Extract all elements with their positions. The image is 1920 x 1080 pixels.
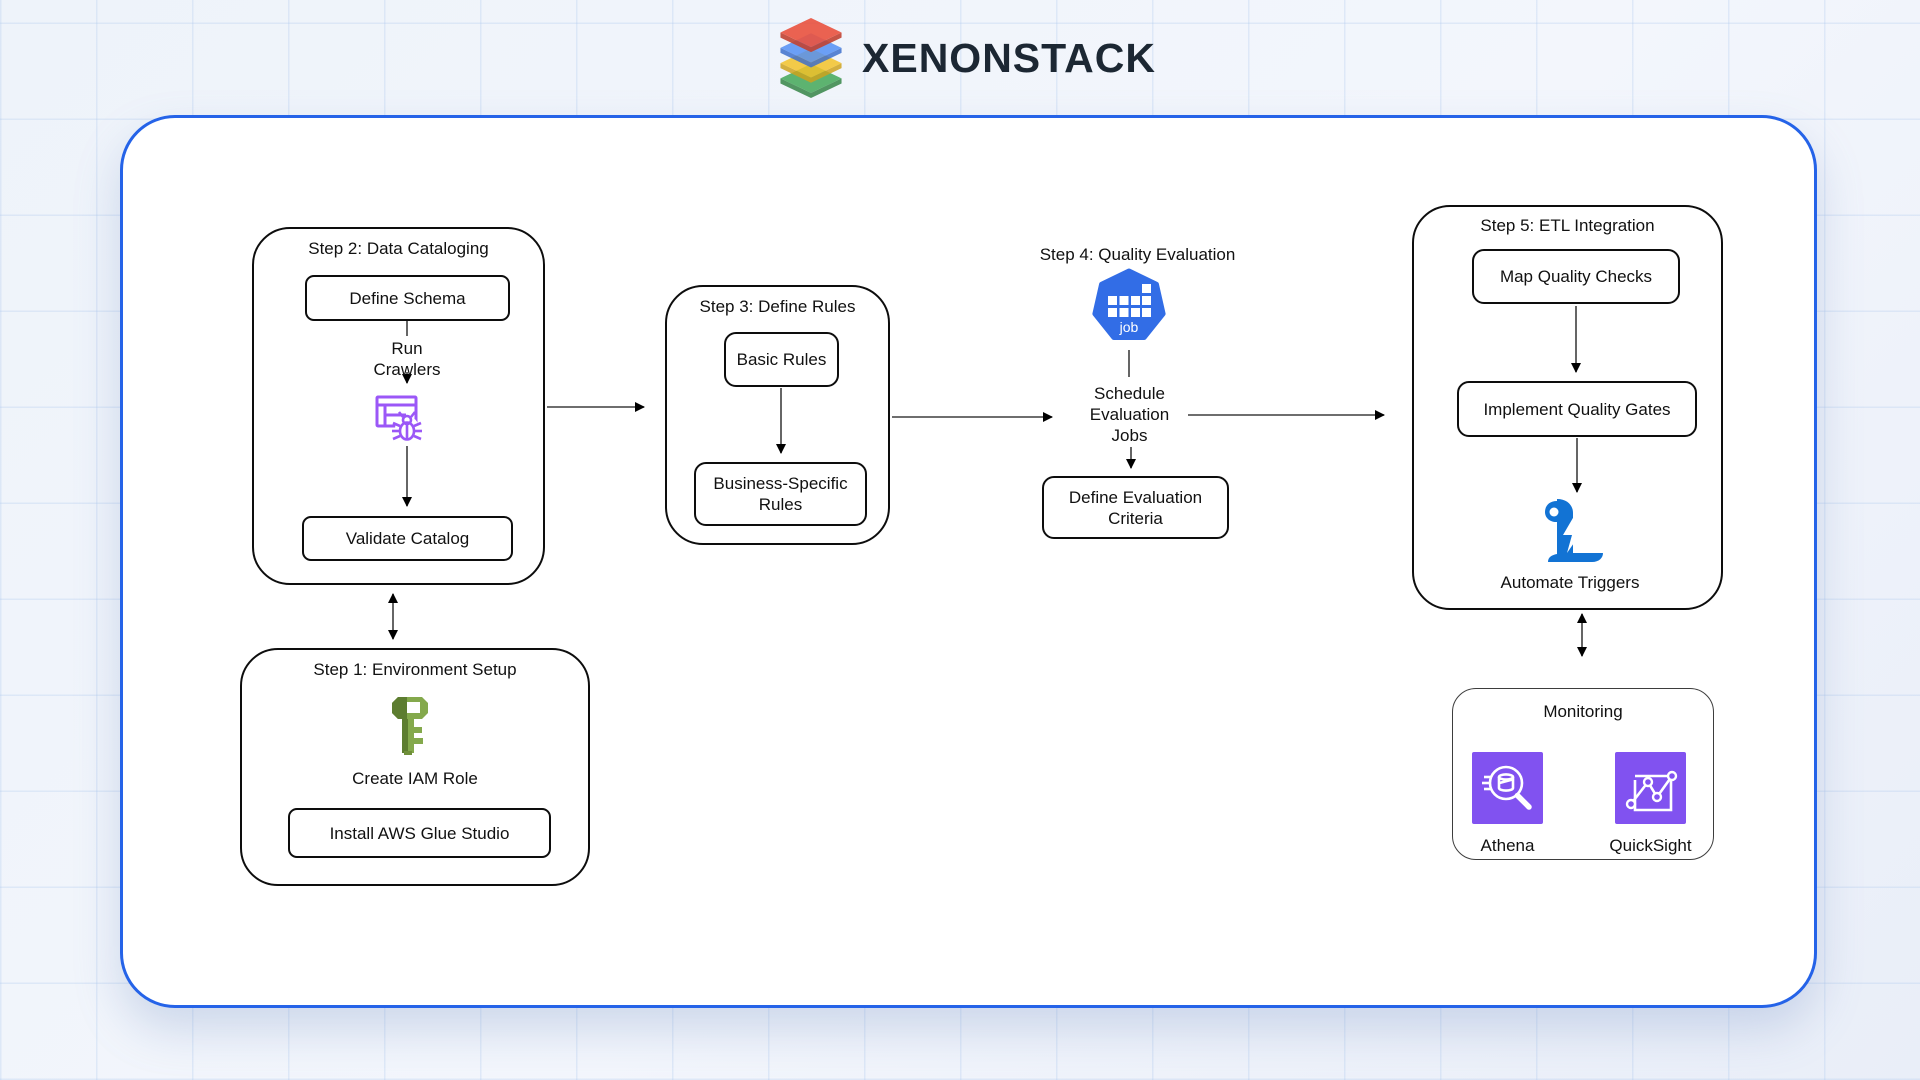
create-iam-role-label: Create IAM Role	[352, 769, 478, 788]
glue-crawler-icon	[375, 395, 422, 442]
node-define-schema: Define Schema	[305, 275, 510, 321]
automate-triggers-label: Automate Triggers	[1500, 573, 1640, 592]
node-define-evaluation-criteria: Define Evaluation Criteria	[1042, 476, 1229, 539]
step2-title: Step 2: Data Cataloging	[308, 239, 489, 258]
node-map-quality-checks: Map Quality Checks	[1472, 249, 1680, 304]
iam-key-icon	[392, 697, 428, 755]
schedule-line3: Jobs	[1111, 426, 1148, 445]
quicksight-icon	[1615, 752, 1686, 824]
run-crawlers-line2: Crawlers	[373, 360, 441, 379]
step5-title: Step 5: ETL Integration	[1480, 216, 1655, 235]
xenonstack-logo: XENONSTACK	[770, 18, 1156, 98]
run-crawlers-line1: Run	[391, 339, 423, 358]
k8s-job-icon-label: job	[1119, 319, 1139, 335]
trigger-scroll-icon	[1545, 499, 1603, 562]
schedule-line2: Evaluation	[1089, 405, 1170, 424]
athena-icon	[1472, 752, 1543, 824]
monitoring-title: Monitoring	[1543, 702, 1623, 721]
node-implement-quality-gates: Implement Quality Gates	[1457, 381, 1697, 437]
k8s-job-icon: job	[1092, 268, 1166, 340]
schedule-line1: Schedule	[1094, 384, 1165, 403]
step1-title: Step 1: Environment Setup	[313, 660, 517, 679]
schedule-evaluation-jobs-label: Schedule Evaluation Jobs	[1058, 383, 1201, 446]
node-business-specific-rules: Business-Specific Rules	[694, 462, 867, 526]
node-basic-rules: Basic Rules	[724, 332, 839, 387]
node-install-aws-glue-studio: Install AWS Glue Studio	[288, 808, 551, 858]
node-validate-catalog: Validate Catalog	[302, 516, 513, 561]
athena-label: Athena	[1480, 836, 1535, 855]
quicksight-label: QuickSight	[1609, 836, 1692, 855]
xenonstack-logo-icon	[780, 18, 842, 98]
brand-name: XENONSTACK	[862, 34, 1156, 81]
step3-title: Step 3: Define Rules	[699, 297, 856, 316]
step4-title: Step 4: Quality Evaluation	[1039, 245, 1236, 264]
run-crawlers-label: Run Crawlers	[327, 338, 487, 380]
